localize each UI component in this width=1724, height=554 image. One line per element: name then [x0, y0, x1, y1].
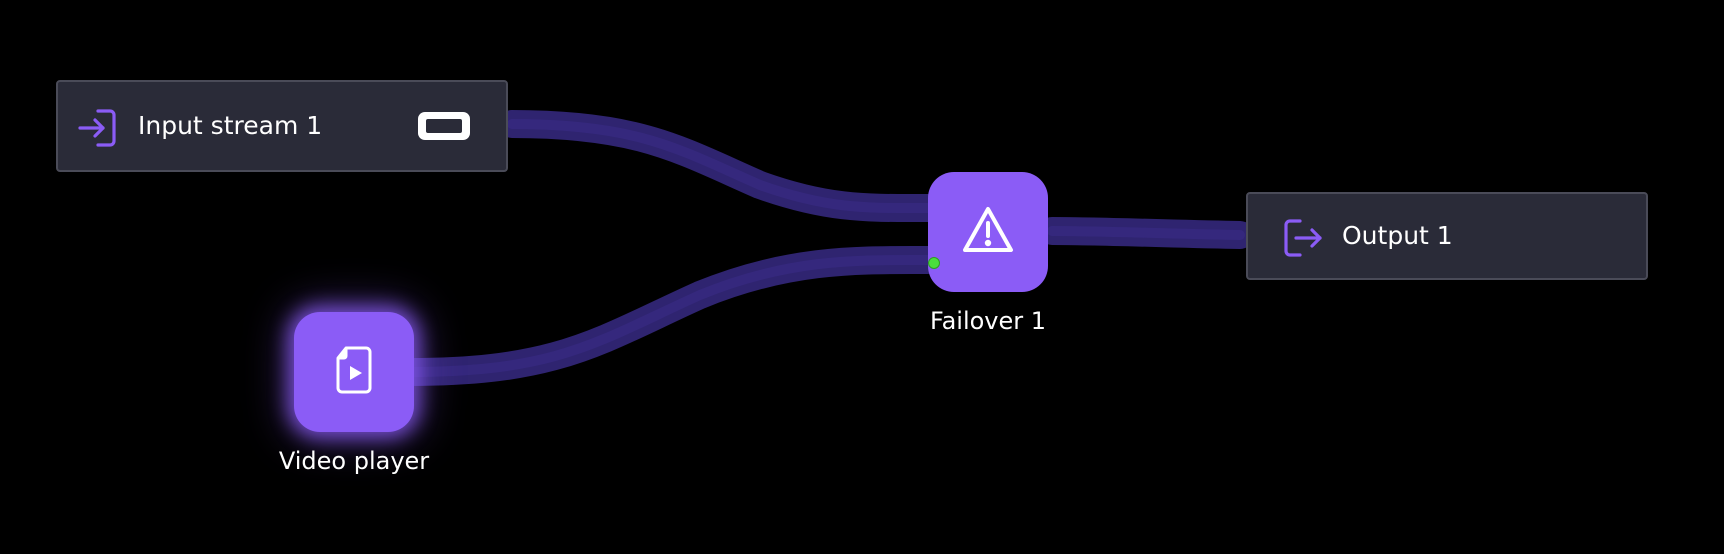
edge-player-to-failover[interactable] [396, 245, 942, 386]
failover-label: Failover 1 [929, 307, 1047, 335]
file-play-icon [332, 344, 376, 400]
edge-player-to-failover-core [405, 254, 933, 377]
logout-icon [1280, 216, 1324, 260]
login-icon [76, 106, 120, 150]
warning-triangle-icon [962, 205, 1014, 259]
video-player-node[interactable] [294, 312, 414, 432]
failover-active-input-port[interactable] [928, 257, 940, 269]
input-stream-node[interactable]: Input stream 1 [56, 80, 508, 172]
input-stream-toggle[interactable] [418, 112, 470, 140]
failover-node[interactable] [928, 172, 1048, 292]
video-player-label: Video player [278, 447, 430, 475]
edge-failover-to-output-core [1047, 226, 1245, 240]
toggle-knob [426, 119, 462, 133]
edge-input-to-failover-core [507, 119, 933, 214]
output-label: Output 1 [1342, 221, 1453, 250]
input-stream-label: Input stream 1 [138, 111, 323, 140]
output-node[interactable]: Output 1 [1246, 192, 1648, 280]
